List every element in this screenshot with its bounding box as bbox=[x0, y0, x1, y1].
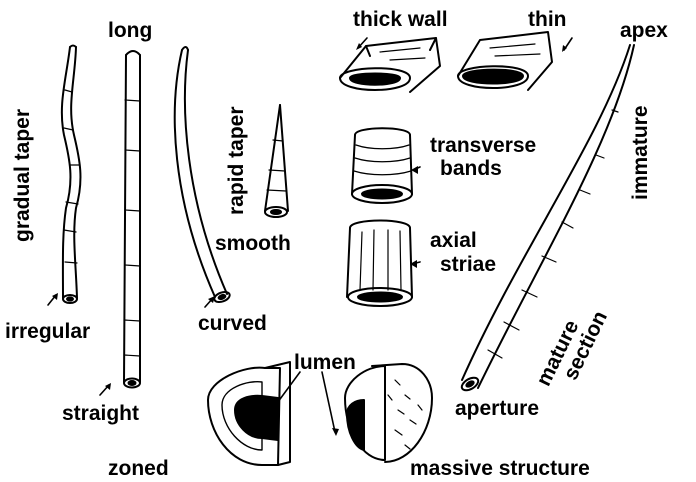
label-striae: striae bbox=[440, 254, 496, 276]
label-lumen: lumen bbox=[294, 352, 356, 374]
label-gradual-taper: gradual taper bbox=[12, 109, 34, 242]
mature-immature-tube bbox=[460, 45, 634, 393]
thick-wall-block bbox=[340, 38, 440, 92]
label-aperture: aperture bbox=[455, 398, 539, 420]
label-thick-wall: thick wall bbox=[353, 9, 448, 31]
label-transverse: transverse bbox=[430, 135, 536, 157]
label-immature: immature bbox=[630, 105, 652, 200]
label-apex: apex bbox=[620, 20, 668, 42]
label-massive-structure: massive structure bbox=[410, 458, 590, 480]
rapid-taper-tube bbox=[265, 105, 288, 217]
axial-striae-cylinder bbox=[347, 221, 412, 307]
long-straight-tube bbox=[124, 51, 140, 388]
label-thin: thin bbox=[528, 9, 566, 31]
label-curved: curved bbox=[198, 313, 267, 335]
gradual-taper-tube bbox=[62, 46, 81, 304]
arrow-heads bbox=[52, 43, 567, 436]
label-axial: axial bbox=[430, 230, 477, 252]
label-zoned: zoned bbox=[108, 458, 169, 480]
zoned-block bbox=[208, 362, 290, 465]
label-irregular: irregular bbox=[5, 321, 90, 343]
transverse-bands-cylinder bbox=[352, 128, 412, 203]
curved-smooth-tube bbox=[175, 47, 231, 304]
label-smooth: smooth bbox=[215, 233, 291, 255]
label-straight: straight bbox=[62, 403, 139, 425]
label-bands: bands bbox=[440, 158, 502, 180]
thin-wall-block bbox=[458, 32, 552, 90]
massive-structure-block bbox=[345, 364, 432, 462]
label-rapid-taper: rapid taper bbox=[226, 106, 248, 215]
label-long: long bbox=[108, 20, 152, 42]
